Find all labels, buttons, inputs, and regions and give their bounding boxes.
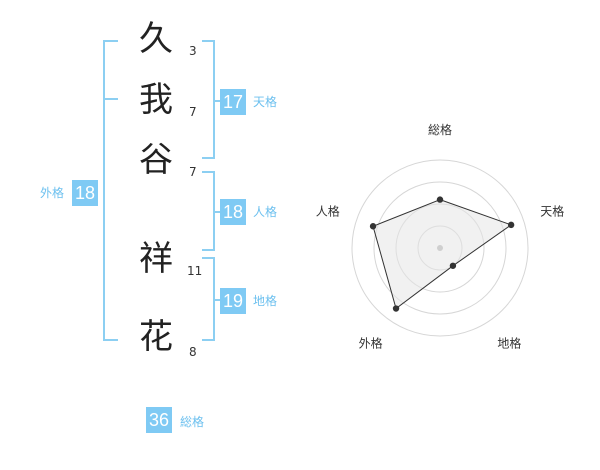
stroke-count-1: 3 [189, 44, 197, 58]
radar-data-polygon [372, 199, 513, 310]
stroke-count-5: 8 [189, 345, 197, 359]
radar-axis-label-4: 外格 [359, 335, 383, 350]
jinkaku-label: 人格 [253, 205, 278, 219]
jinkaku-bracket [202, 171, 215, 251]
name-char-1: 久 [139, 19, 173, 59]
name-char-4: 祥 [139, 239, 173, 279]
radar-point-2 [507, 221, 515, 229]
radar-point-1 [436, 196, 444, 203]
gaikaku-score: 18 [72, 180, 99, 206]
radar-axis-label-1: 総格 [428, 122, 452, 137]
name-char-2: 我 [139, 80, 173, 120]
radar-point-3 [449, 262, 457, 269]
bracket-lines [103, 40, 220, 341]
radar-point-5 [369, 223, 377, 230]
stroke-count-4: 11 [187, 264, 203, 278]
radar-axis-label-3: 地格 [497, 335, 521, 350]
tenkaku-score: 17 [220, 89, 247, 115]
radar-axis-label-2: 天格 [540, 204, 564, 219]
stroke-count-2: 7 [189, 105, 197, 119]
radar-ring-3 [373, 181, 507, 315]
soukaku-score: 36 [146, 407, 173, 433]
radar-axis-label-5: 人格 [316, 204, 340, 219]
radar-center-dot [437, 245, 443, 251]
tenkaku-bracket [202, 40, 215, 159]
chikaku-score: 19 [220, 288, 247, 314]
radar-point-4 [392, 305, 400, 312]
name-char-3: 谷 [139, 140, 173, 180]
gaikaku-label: 外格 [40, 186, 65, 200]
name-char-5: 花 [139, 317, 173, 357]
jinkaku-score: 18 [220, 199, 247, 225]
gaikaku-bracket [103, 40, 118, 341]
chikaku-bracket [202, 257, 215, 341]
tenkaku-label: 天格 [253, 95, 278, 109]
chikaku-label: 地格 [253, 294, 278, 308]
soukaku-label: 総格 [180, 415, 205, 429]
stroke-count-3: 7 [189, 165, 197, 179]
